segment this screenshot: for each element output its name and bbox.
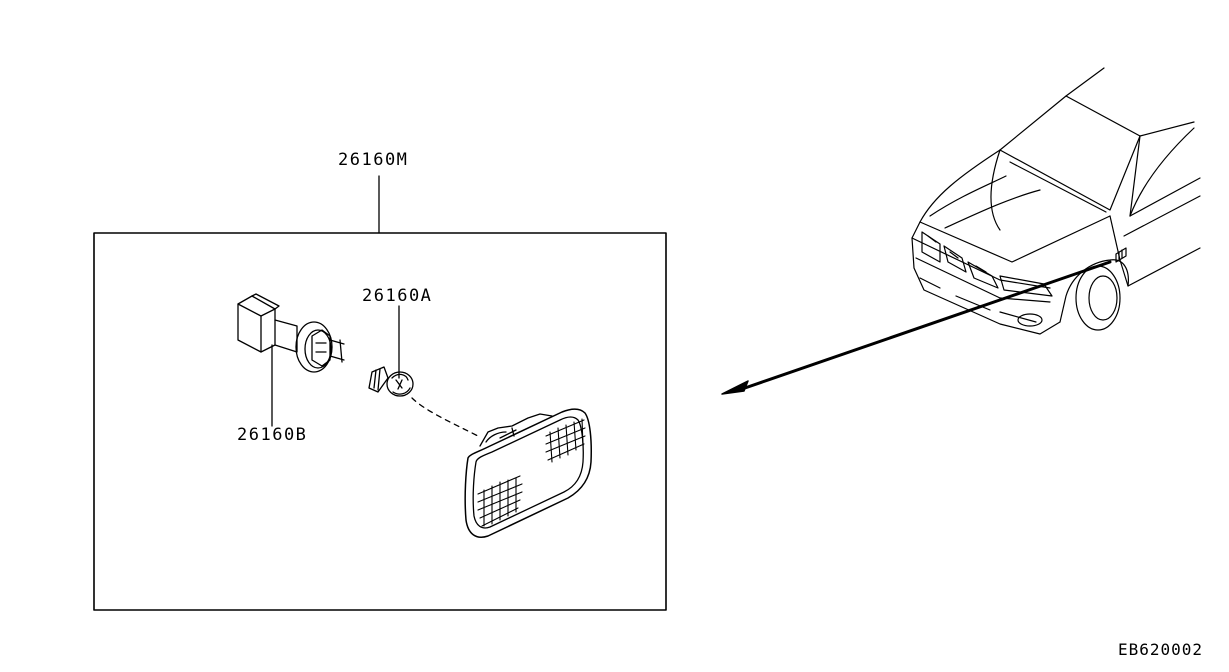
assembly-frame [93,232,667,611]
car-drawing [911,67,1201,335]
assembly-path-dashed [411,397,479,437]
socket-drawing [237,293,345,373]
diagram-code: EB620002 [1118,640,1204,659]
assembly-part-number: 26160M [338,150,409,170]
location-arrow [721,260,1112,395]
bulb-part-number: 26160A [362,286,433,306]
side-marker-lens-drawing [464,408,592,538]
bulb-drawing [368,366,414,397]
socket-part-number: 26160B [237,425,308,445]
